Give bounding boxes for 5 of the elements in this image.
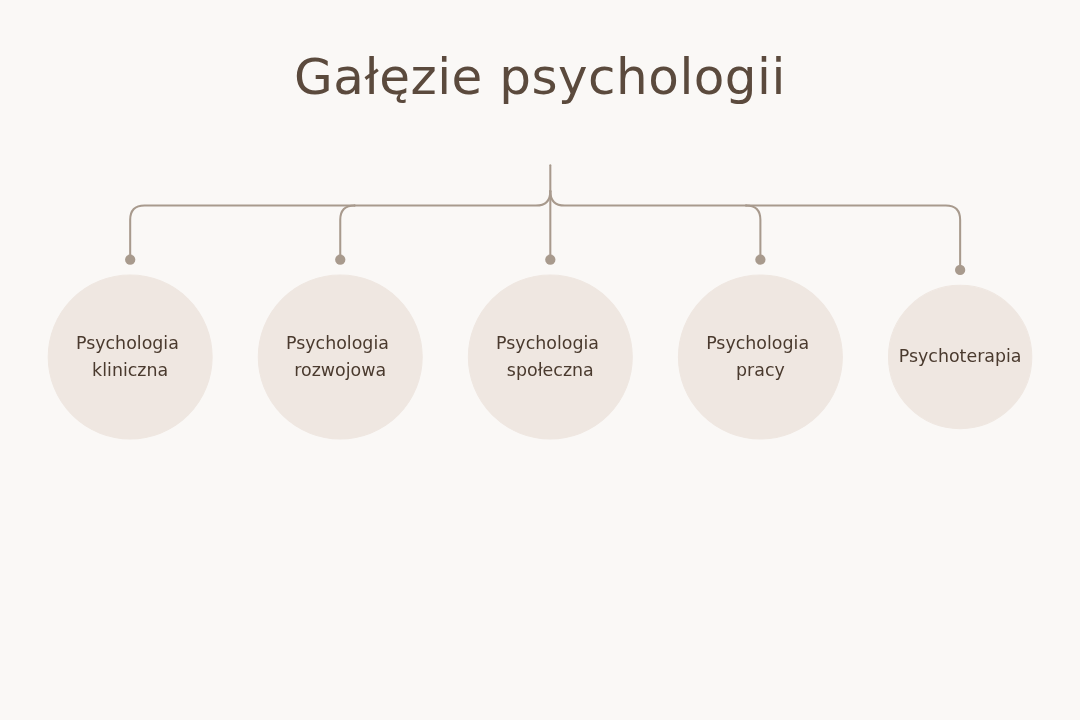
- title: Gałęzie psychologii: [294, 48, 786, 106]
- connector: [125, 204, 356, 265]
- connector: [549, 164, 552, 193]
- connector: [549, 190, 748, 207]
- connector: [745, 204, 966, 276]
